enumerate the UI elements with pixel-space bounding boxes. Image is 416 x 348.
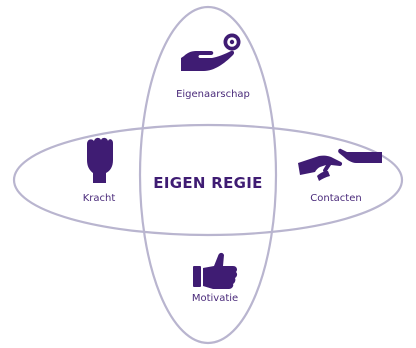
thumbs-up-icon [193, 252, 238, 289]
label-contacten: Contacten [310, 193, 362, 204]
label-eigenaarschap: Eigenaarschap [176, 89, 250, 100]
label-motivatie: Motivatie [191, 293, 239, 304]
fist-icon [87, 137, 113, 183]
reaching-hands-icon [298, 148, 382, 181]
horizontal-ellipse [12, 123, 404, 237]
center-title: EIGEN REGIE [153, 174, 263, 192]
vertical-ellipse [138, 5, 278, 345]
hand-with-target-icon [181, 33, 241, 71]
label-kracht: Kracht [82, 193, 116, 204]
